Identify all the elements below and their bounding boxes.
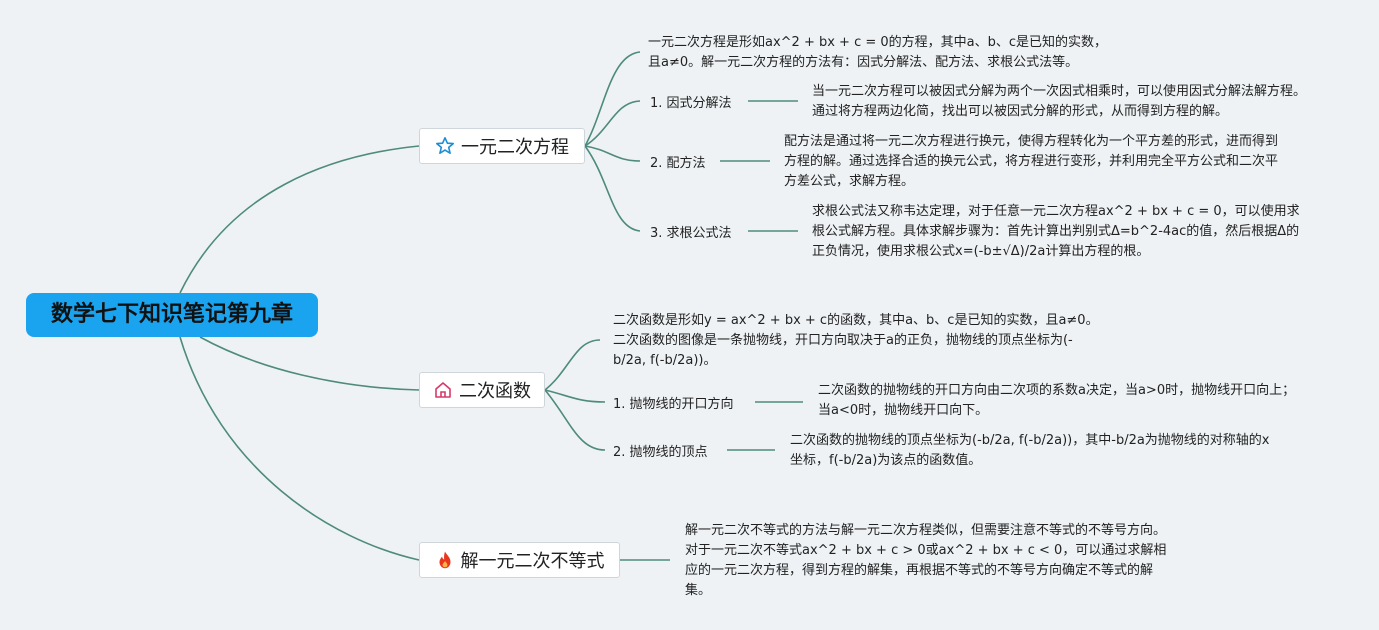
link-t2-m1: [544, 389, 606, 403]
topic-quadratic-function[interactable]: 二次函数: [419, 372, 545, 408]
topic-title: 一元二次方程: [461, 137, 569, 158]
topic1-method-factorization[interactable]: 1. 因式分解法: [650, 96, 732, 111]
star-icon: [435, 136, 455, 156]
link-root-topic1: [179, 145, 420, 294]
topic1-method-factorization-desc: 当一元二次方程可以被因式分解为两个一次因式相乘时，可以使用因式分解法解方程。通过…: [812, 84, 1307, 119]
topic-quadratic-equation[interactable]: 一元二次方程: [419, 128, 585, 164]
root-node[interactable]: 数学七下知识笔记第九章: [26, 293, 318, 337]
house-icon: [433, 380, 453, 400]
link-t1-m1: [584, 100, 641, 147]
topic-title: 二次函数: [459, 381, 531, 402]
topic2-parabola-opening-desc: 二次函数的抛物线的开口方向由二次项的系数a决定，当a>0时，抛物线开口向上；当a…: [818, 383, 1296, 418]
link-t1-m2: [584, 145, 641, 162]
topic-title: 解一元二次不等式: [460, 551, 605, 572]
topic2-parabola-vertex-desc: 二次函数的抛物线的顶点坐标为(-b/2a, f(-b/2a))，其中-b/2a为…: [790, 433, 1270, 468]
fire-icon: [435, 550, 455, 570]
topic-quadratic-inequality[interactable]: 解一元二次不等式: [419, 542, 620, 578]
topic2-summary: 二次函数是形如y = ax^2 + bx + c的函数，其中a、b、c是已知的实…: [613, 313, 1099, 368]
topic2-parabola-vertex[interactable]: 2. 抛物线的顶点: [613, 445, 708, 460]
link-t2-m2: [544, 389, 606, 451]
link-root-topic3: [179, 336, 420, 561]
topic2-parabola-opening[interactable]: 1. 抛物线的开口方向: [613, 397, 734, 412]
link-root-topic2: [199, 336, 420, 391]
link-t2-summary: [544, 339, 601, 391]
link-t1-m3: [584, 145, 641, 232]
topic1-method-quadratic-formula-desc: 求根公式法又称韦达定理，对于任意一元二次方程ax^2 + bx + c = 0，…: [812, 204, 1300, 259]
topic1-summary: 一元二次方程是形如ax^2 + bx + c = 0的方程，其中a、b、c是已知…: [648, 35, 1108, 70]
topic3-summary: 解一元二次不等式的方法与解一元二次方程类似，但需要注意不等式的不等号方向。对于一…: [685, 523, 1167, 598]
topic1-method-quadratic-formula[interactable]: 3. 求根公式法: [650, 226, 732, 241]
link-t1-summary: [584, 51, 641, 147]
topic1-method-completing-square-desc: 配方法是通过将一元二次方程进行换元，使得方程转化为一个平方差的形式，进而得到方程…: [784, 134, 1279, 189]
topic1-method-completing-square[interactable]: 2. 配方法: [650, 156, 706, 171]
